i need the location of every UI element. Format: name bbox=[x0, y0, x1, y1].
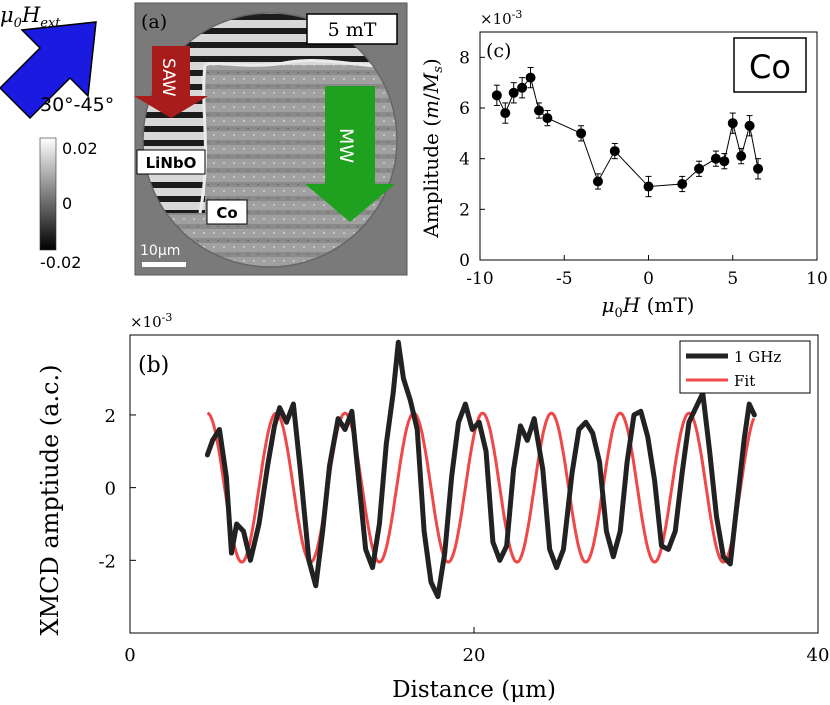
chart-c-xtick-label: 10 bbox=[806, 269, 828, 289]
chart-c-data-point bbox=[525, 72, 536, 83]
chart-b-xtick-label: 40 bbox=[807, 645, 830, 666]
chart-c-xtick-label: -5 bbox=[556, 269, 573, 289]
chart-c-points bbox=[491, 66, 764, 198]
chart-b-panel-label: (b) bbox=[138, 353, 169, 378]
chart-c-data-point bbox=[677, 179, 688, 189]
material-label-box bbox=[733, 37, 807, 93]
field-arrow-icon bbox=[0, 21, 97, 120]
colorbar-gradient bbox=[39, 137, 57, 251]
chart-c-data-point bbox=[517, 82, 528, 93]
scalebar-label: 10μm bbox=[140, 243, 180, 259]
chart-c-data-point bbox=[753, 163, 764, 174]
chart-b-ytick-label: 2 bbox=[105, 406, 116, 427]
chart-c-data-point bbox=[710, 153, 721, 164]
chart-c-data-point bbox=[727, 118, 738, 129]
chart-b-ylabel: XMCD amptiude (a.c.) bbox=[36, 364, 64, 635]
film-label: Co bbox=[216, 204, 237, 222]
chart-c-ylabel: Amplitude (m/Ms) bbox=[419, 58, 446, 238]
chart-c-ytick-label: 2 bbox=[459, 200, 470, 220]
chart-c-data-point bbox=[508, 87, 519, 98]
chart-c-ytick-label: 0 bbox=[459, 251, 470, 271]
xmcd-profile-chart: 0 20 40 -2 0 2 (b) ×10-3 1 GHz Fit XMCD ampti… bbox=[36, 311, 829, 703]
chart-c-data-point bbox=[609, 146, 620, 157]
saw-arrow-icon bbox=[134, 46, 208, 118]
chart-c-ytick-label: 6 bbox=[459, 99, 470, 119]
legend-box bbox=[679, 340, 811, 394]
image-panel: (a) 5 mT SAW MW LiNbO Co 10μm bbox=[134, 2, 408, 276]
chart-b-xlabel: Distance (μm) bbox=[392, 677, 556, 703]
field-value-box bbox=[306, 13, 398, 45]
legend-entry-fit: Fit bbox=[734, 372, 755, 390]
chart-c-ytick-label: 8 bbox=[459, 48, 470, 68]
film-label-box bbox=[206, 199, 248, 225]
chart-c-data-point bbox=[491, 90, 502, 101]
chart-b-legend: 1 GHz Fit bbox=[679, 340, 811, 394]
amplitude-vs-field-chart: -10 -5 0 5 10 0 2 4 6 8 (c) Co ×10-3 Amplitude (m… bbox=[419, 8, 828, 321]
chart-c-panel-label: (c) bbox=[486, 40, 511, 62]
chart-c-data-point bbox=[694, 163, 705, 174]
chart-c-xtick-label: 0 bbox=[643, 269, 654, 289]
chart-c-xtick-label: -10 bbox=[466, 269, 493, 289]
chart-b-ytick-label: 0 bbox=[105, 479, 116, 500]
chart-b-xtick-label: 20 bbox=[463, 645, 486, 666]
image-panel-label: (a) bbox=[141, 11, 167, 33]
angle-label: 30°-45° bbox=[40, 94, 114, 116]
chart-b-multiplier: ×10-3 bbox=[130, 311, 172, 331]
chart-b-ytick-label: -2 bbox=[98, 551, 116, 572]
chart-c-xtick-label: 5 bbox=[727, 269, 738, 289]
chart-c-data-point bbox=[643, 181, 654, 192]
chart-c-xlabel: μ0H (mT) bbox=[601, 293, 694, 321]
colorbar-max: 0.02 bbox=[62, 139, 98, 158]
chart-c-data-point bbox=[533, 105, 544, 116]
chart-b-ticks: 0 20 40 -2 0 2 bbox=[98, 406, 829, 666]
colorbar-mid: 0 bbox=[62, 194, 72, 213]
substrate-label: LiNbO bbox=[146, 154, 197, 172]
chart-c-data-point bbox=[719, 156, 730, 167]
chart-c-multiplier: ×10-3 bbox=[480, 8, 522, 28]
colorbar-min: -0.02 bbox=[40, 253, 81, 272]
chart-c-data-point bbox=[576, 128, 587, 139]
mw-label: MW bbox=[335, 128, 357, 163]
chart-c-data-point bbox=[542, 113, 553, 124]
data-series-line bbox=[204, 339, 757, 600]
chart-c-data-point bbox=[500, 108, 511, 119]
chart-c-data-point bbox=[736, 151, 747, 162]
mw-arrow-icon bbox=[305, 86, 395, 222]
substrate-label-box bbox=[136, 149, 206, 175]
material-label: Co bbox=[749, 48, 791, 86]
chart-c-ytick-label: 4 bbox=[459, 150, 470, 170]
chart-c-data-point bbox=[592, 176, 603, 187]
legend-entry-data: 1 GHz bbox=[734, 348, 781, 366]
chart-c-data-point bbox=[744, 120, 755, 131]
field-value: 5 mT bbox=[328, 19, 377, 41]
chart-b-xtick-label: 0 bbox=[124, 645, 135, 666]
chart-c-ticks: -10 -5 0 5 10 0 2 4 6 8 bbox=[459, 48, 828, 289]
saw-label: SAW bbox=[158, 58, 178, 97]
field-direction-indicator: μ0Hext 30°-45° bbox=[0, 3, 114, 120]
colorbar: 0.02 0 -0.02 bbox=[39, 137, 98, 272]
scalebar bbox=[142, 262, 186, 267]
field-label: μ0Hext bbox=[0, 3, 61, 31]
